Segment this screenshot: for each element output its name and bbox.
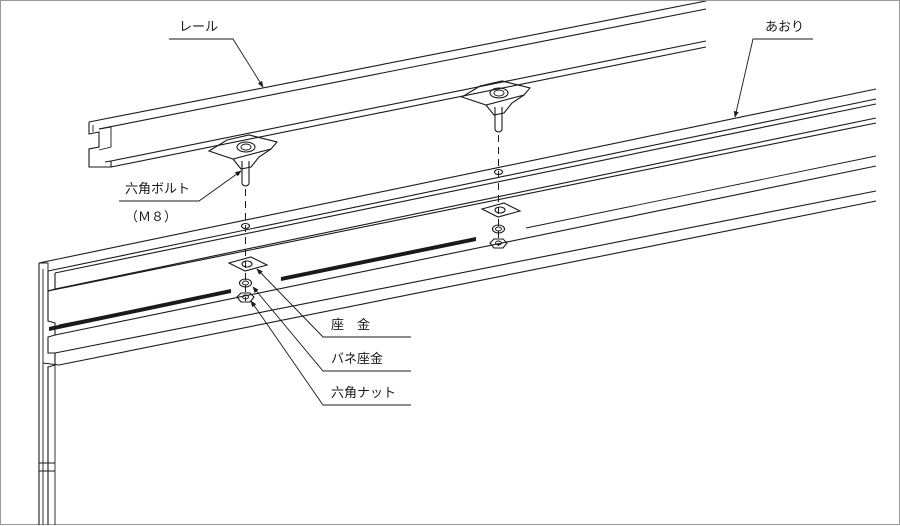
washer-stack-left xyxy=(227,222,269,303)
hex-bolt-label: 六角ボルト xyxy=(125,182,191,197)
hex-bolt-right xyxy=(494,107,503,133)
leader-fascia xyxy=(733,38,813,118)
hex-nut-label: 六角ナット xyxy=(331,386,397,401)
leader-hex-nut xyxy=(250,300,411,406)
hex-bolt-left xyxy=(241,161,250,187)
hanger-bracket-right xyxy=(460,80,531,116)
spring-washer-label: バネ座金 xyxy=(331,352,384,367)
hanger-bracket-left xyxy=(207,134,278,170)
washer-label: 座 金 xyxy=(331,318,371,333)
leader-hex-bolt xyxy=(119,170,242,202)
washer-stack-right xyxy=(480,168,522,249)
leader-washer xyxy=(256,268,411,338)
leader-rail xyxy=(169,38,264,88)
fascia-label: あおり xyxy=(765,20,805,35)
rail xyxy=(88,1,707,168)
fascia xyxy=(38,88,877,525)
leader-spring-washer xyxy=(252,286,411,372)
bolt-size-label: （Ｍ８） xyxy=(125,210,178,225)
rail-label: レール xyxy=(179,20,219,35)
